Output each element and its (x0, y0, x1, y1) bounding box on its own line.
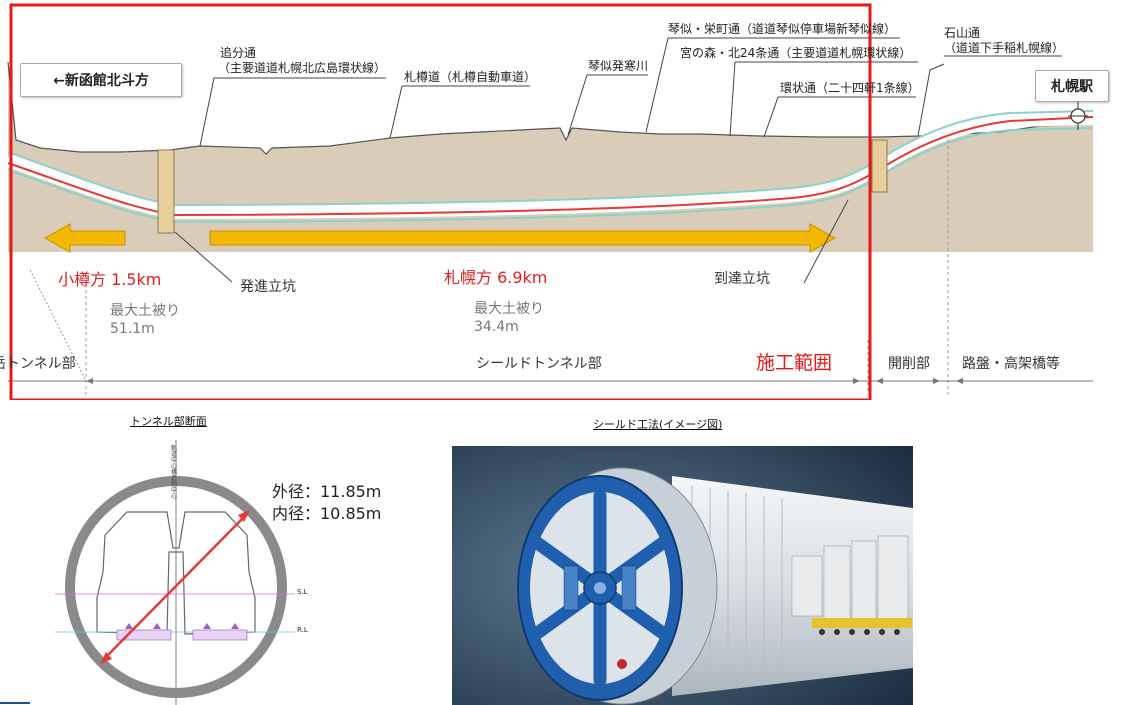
label-ishiyama: 石山通 （道道下手稲札幌線） (944, 26, 1064, 56)
max-cover-right: 最大土被り 34.4m (474, 300, 544, 336)
otaru-arrow (43, 223, 126, 253)
max-cover-left: 最大土被り 51.1m (110, 302, 180, 338)
tunnel-line-red (7, 116, 1094, 217)
label-miyanomori: 宮の森・北24条通（主要道道札幌環状線） (680, 46, 912, 60)
cross-section-vertical-label: 軌道中心 構造物中心 (171, 445, 178, 500)
label-oiwake: 追分通 （主要道道札幌北広島環状線） (218, 46, 386, 76)
shield-image-title: シールド工法(イメージ図) (593, 418, 723, 431)
profile-diagram (5, 3, 1094, 400)
ground-surface-line (7, 61, 1094, 155)
shield-machine-illustration (452, 446, 913, 705)
sapporo-station-box: 札幌駅 (1035, 70, 1109, 102)
tunnel-line-cyan (7, 110, 1094, 207)
tunnel-line-cyan-lower (7, 127, 1094, 224)
rl-label: R.L (297, 626, 308, 634)
section-roadbed-viaduct: 路盤・高架橋等 (962, 356, 1060, 372)
label-ishiyama-name: 石山通 (944, 26, 981, 40)
section-mountain-tunnel: 岳トンネル部 (0, 356, 76, 372)
section-cut-and-cover: 開削部 (888, 356, 930, 372)
cross-section-title: トンネル部断面 (130, 415, 207, 428)
arrival-shaft-label: 到達立坑 (714, 271, 770, 287)
construction-range-frame (9, 3, 872, 400)
tunnel-ring (65, 476, 287, 698)
corner-mark (0, 702, 30, 704)
max-cover-right-title: 最大土被り (474, 301, 544, 317)
max-cover-right-value: 34.4m (474, 319, 519, 335)
label-kanjo: 環状通（二十四軒1条線） (780, 81, 920, 95)
section-shield-tunnel: シールドトンネル部 (476, 356, 602, 372)
label-sassho-expressway: 札樽道（札樽自動車道） (404, 70, 537, 84)
start-shaft-rect (157, 149, 175, 234)
construction-range-label: 施工範囲 (756, 352, 833, 374)
label-kotoni-river: 琴似発寒川 (588, 59, 649, 73)
sapporo-direction-label: 札幌方 6.9km (444, 268, 548, 287)
sl-label: S.L (297, 588, 308, 596)
outer-diameter-label: 外径：11.85m (272, 482, 382, 501)
tunnel-cross-section (55, 440, 295, 705)
label-kotoni-sakae: 琴似・栄町通（道道琴似停車場新琴似線） (668, 22, 897, 36)
label-oiwake-sub: （主要道道札幌北広島環状線） (218, 61, 387, 75)
max-cover-left-title: 最大土被り (110, 303, 180, 319)
otaru-direction-label: 小樽方 1.5km (58, 270, 162, 289)
label-oiwake-name: 追分通 (220, 46, 257, 60)
inner-diameter-label: 内径：10.85m (272, 504, 382, 523)
tunnel-band (5, 111, 1094, 220)
max-cover-left-value: 51.1m (110, 321, 155, 337)
shinhakodate-direction-box: ←新函館北斗方 (20, 63, 182, 97)
arrival-shaft-rect (871, 139, 888, 193)
diameter-arrow (102, 513, 248, 661)
start-shaft-label: 発進立坑 (240, 279, 296, 295)
label-ishiyama-sub: （道道下手稲札幌線） (944, 41, 1065, 55)
sapporo-arrow (209, 223, 837, 253)
